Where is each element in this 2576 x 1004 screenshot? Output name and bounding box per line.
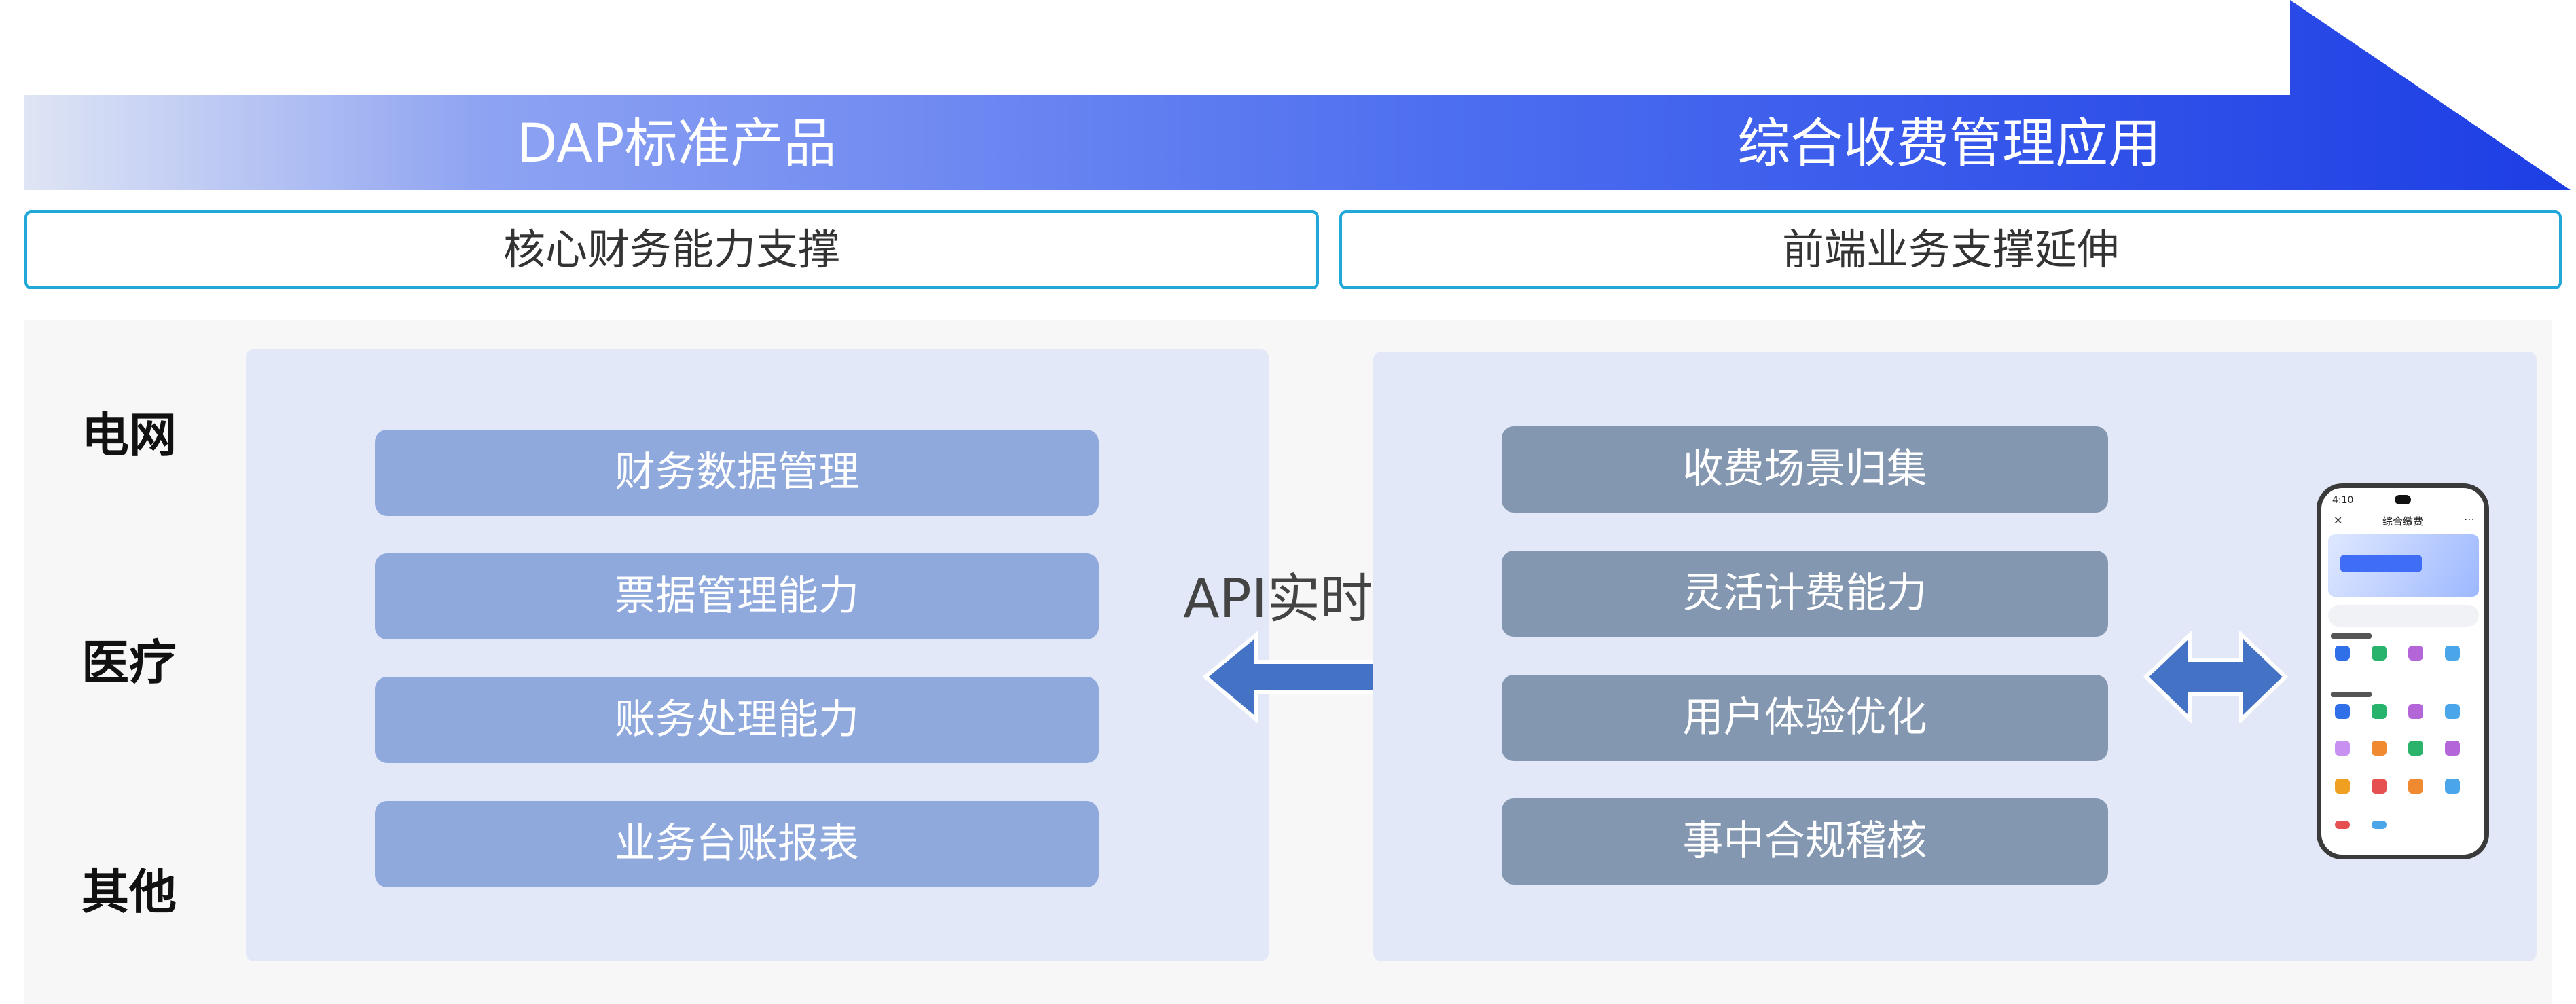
service-icon xyxy=(2335,821,2350,829)
banner-left-title: DAP标准产品 xyxy=(516,113,837,174)
hero-chip xyxy=(2340,555,2422,572)
service-icon xyxy=(2335,779,2350,794)
phone-status-time: 4:10 xyxy=(2332,495,2354,506)
phone-title: 综合缴费 xyxy=(2382,515,2423,527)
service-icon xyxy=(2408,646,2423,661)
label-other: 其他 xyxy=(81,864,177,920)
header-frontend-extension: 前端业务支撑延伸 xyxy=(1339,210,2562,289)
service-icon xyxy=(2335,704,2350,719)
phone-mockup: 4:10 ✕ 综合缴费 ⋯ xyxy=(2317,483,2489,859)
service-icon xyxy=(2335,741,2350,756)
service-icon xyxy=(2335,646,2350,661)
bidirectional-arrow-icon xyxy=(2143,631,2289,723)
close-icon: ✕ xyxy=(2334,514,2343,527)
phone-search-bar xyxy=(2328,605,2479,627)
service-icon xyxy=(2445,704,2460,719)
label-power-grid: 电网 xyxy=(81,407,177,463)
service-icon xyxy=(2408,704,2423,719)
pill-compliance-audit: 事中合规稽核 xyxy=(1502,798,2108,885)
service-icon xyxy=(2445,646,2460,661)
service-icon xyxy=(2445,779,2460,794)
pill-flexible-billing: 灵活计费能力 xyxy=(1502,551,2108,637)
service-icon xyxy=(2372,741,2387,756)
service-icon xyxy=(2445,741,2460,756)
pill-invoice-management: 票据管理能力 xyxy=(375,553,1099,639)
section-heading-placeholder xyxy=(2331,633,2372,639)
more-icon: ⋯ xyxy=(2464,513,2475,525)
phone-notch xyxy=(2395,495,2411,504)
service-icon xyxy=(2408,741,2423,756)
process-banner-arrow xyxy=(24,0,2571,190)
service-icon xyxy=(2372,821,2387,829)
header-core-finance: 核心财务能力支撑 xyxy=(24,210,1319,289)
pill-business-ledger-reports: 业务台账报表 xyxy=(375,801,1099,887)
pill-finance-data-management: 财务数据管理 xyxy=(375,430,1099,516)
pill-fee-scenario-collection: 收费场景归集 xyxy=(1502,426,2108,513)
label-medical: 医疗 xyxy=(81,635,177,690)
section-heading-placeholder xyxy=(2331,692,2372,697)
service-icon xyxy=(2372,779,2387,794)
service-icon xyxy=(2372,646,2387,661)
pill-accounting-processing: 账务处理能力 xyxy=(375,677,1099,763)
service-icon xyxy=(2408,779,2423,794)
pill-user-experience: 用户体验优化 xyxy=(1502,675,2108,761)
service-icon xyxy=(2372,704,2387,719)
phone-hero-banner xyxy=(2328,534,2479,597)
banner-right-title: 综合收费管理应用 xyxy=(1737,113,2161,174)
